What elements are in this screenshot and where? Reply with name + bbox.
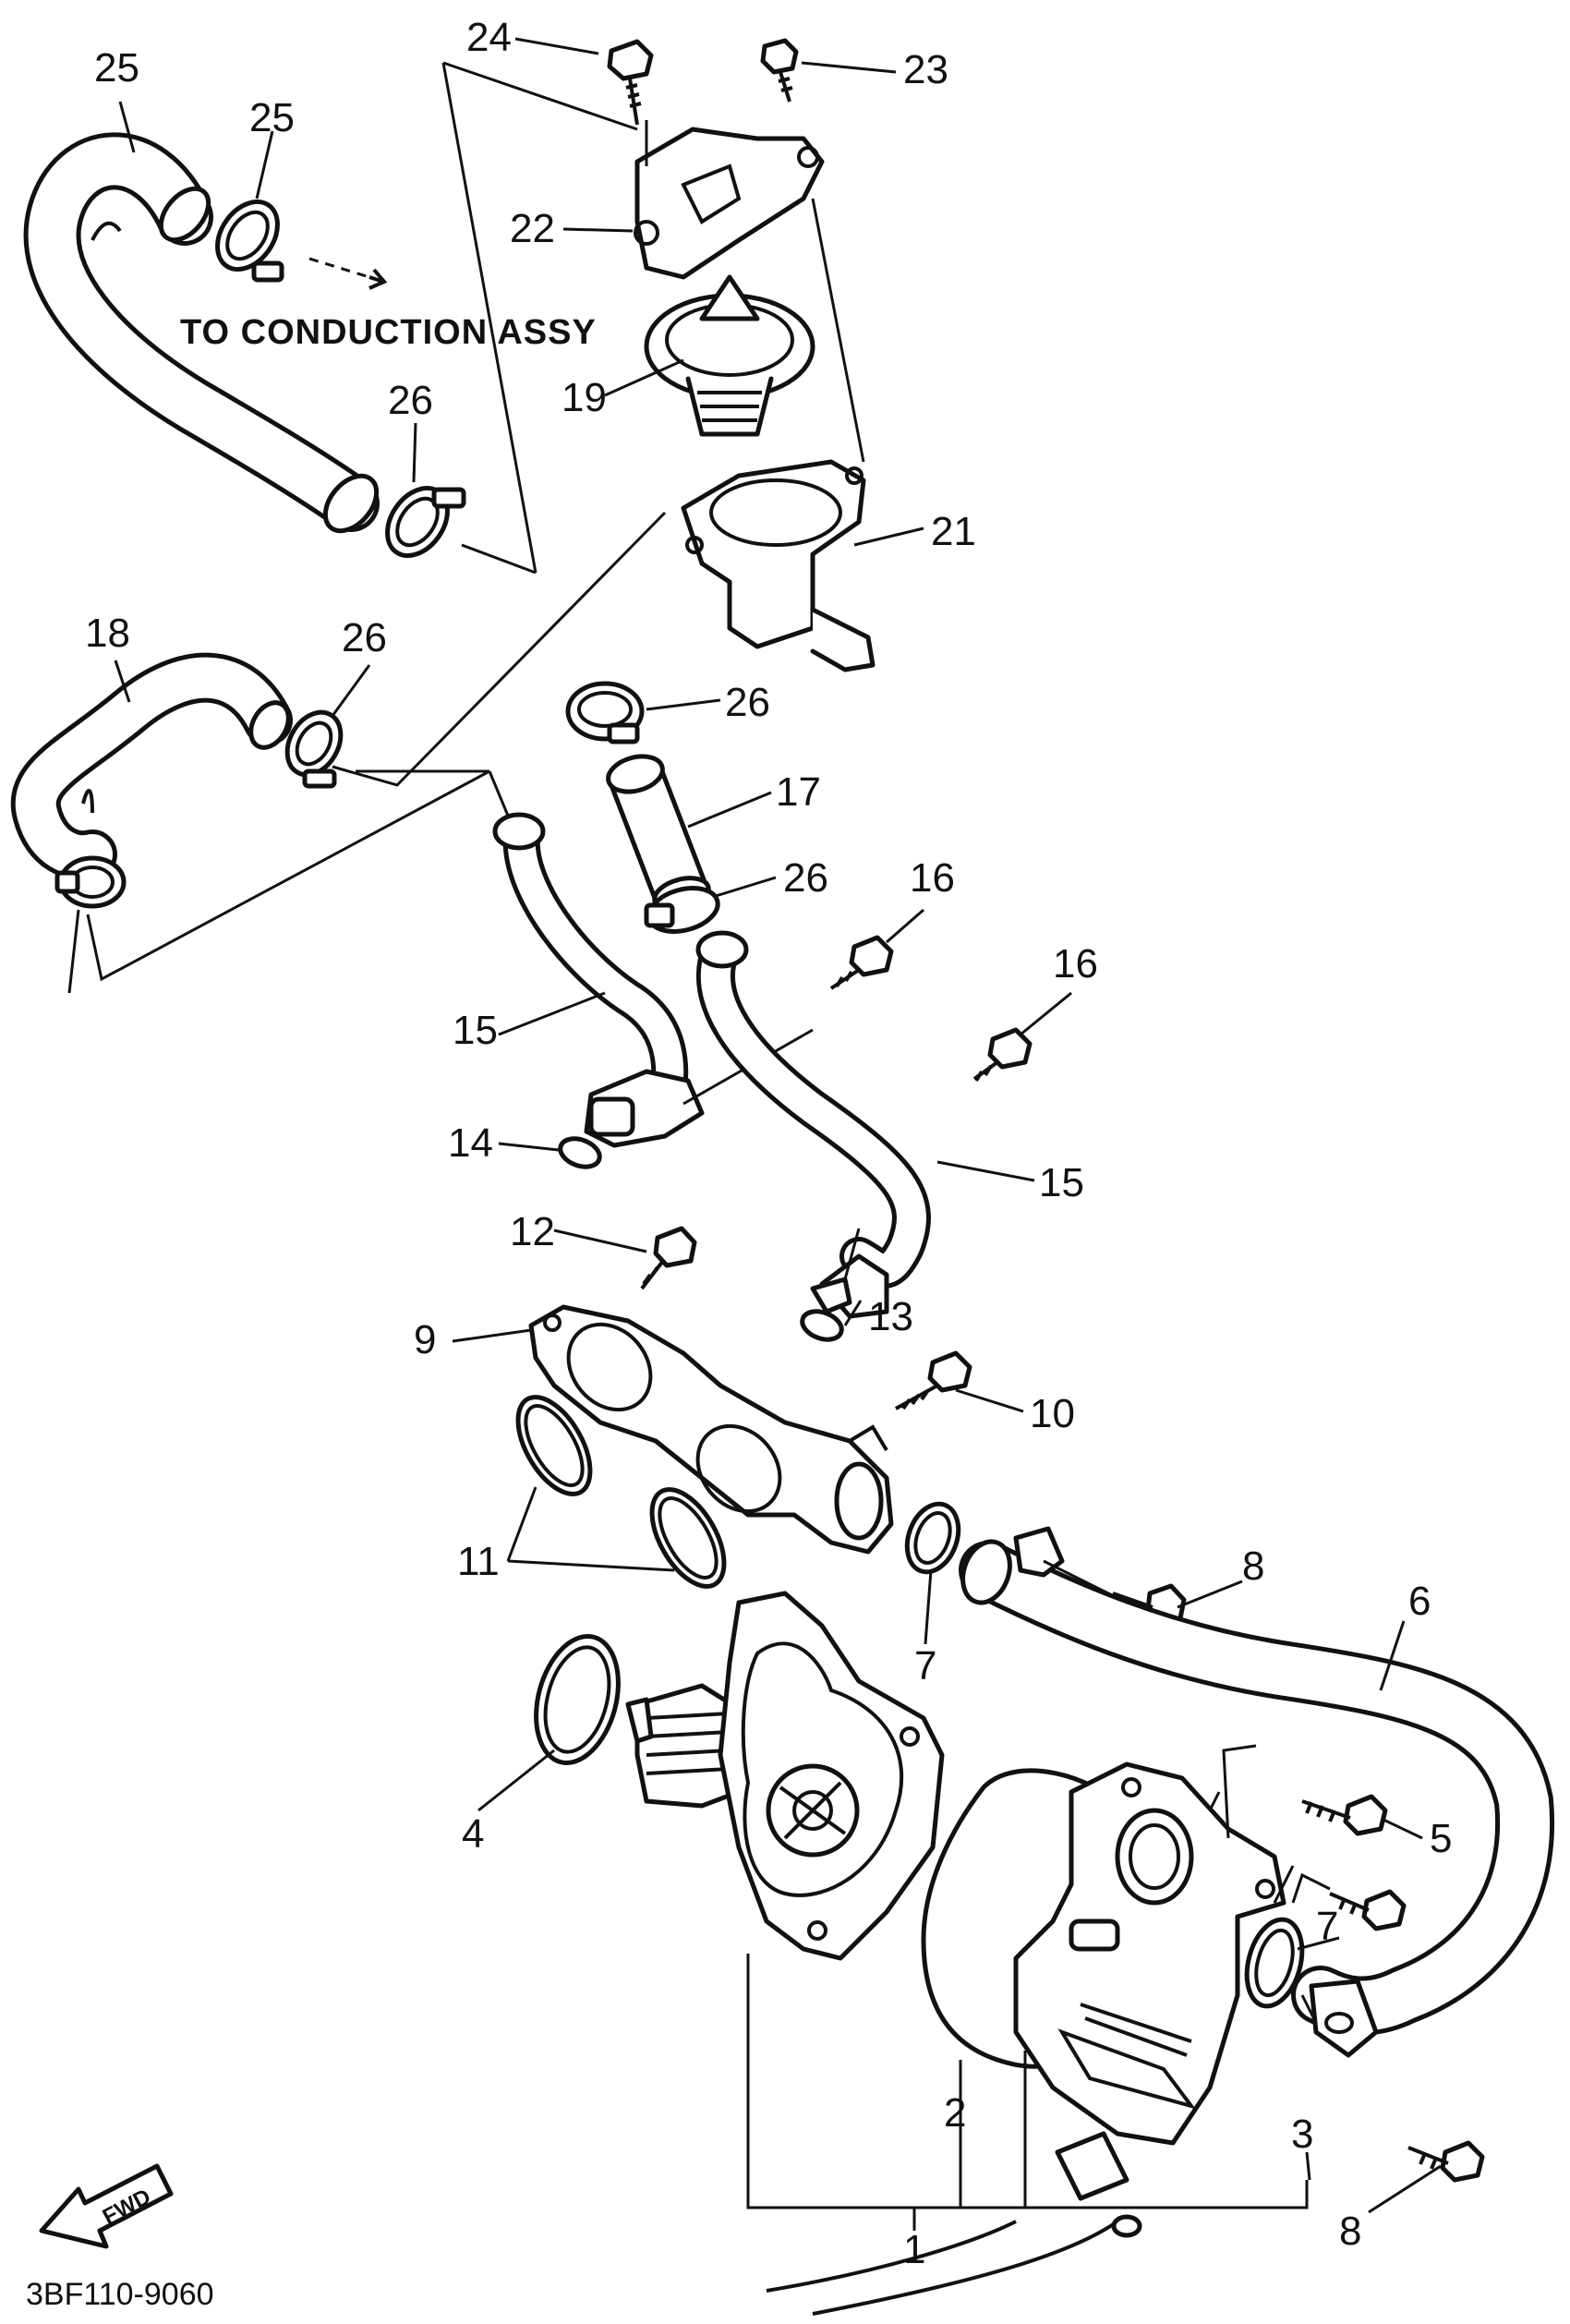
callout-18: 18 (85, 611, 130, 656)
callout-8-upper: 8 (1242, 1543, 1264, 1589)
lower-hose-stub (766, 2131, 1142, 2316)
o-ring-7-lower (1244, 1917, 1305, 2009)
o-ring-10-right (649, 1487, 727, 1589)
callout-7-upper: 7 (914, 1643, 936, 1689)
callout-4: 4 (462, 1811, 484, 1857)
callout-11: 10 (1030, 1391, 1075, 1436)
assembly-lines-mid (86, 769, 514, 982)
callout-1: 1 (903, 2227, 925, 2272)
pipe-13 (695, 930, 931, 1319)
assembly-bracket (746, 1954, 1309, 2231)
thermostat-cover-21 (634, 127, 825, 280)
bolt-16-left (829, 935, 894, 990)
callout-16-right: 16 (1053, 941, 1098, 986)
o-ring-7-upper (904, 1501, 961, 1575)
callout-23: 24 (466, 15, 512, 60)
callout-2: 2 (944, 2090, 966, 2136)
callout-24: 25 (94, 45, 139, 91)
leader-lines (67, 37, 1442, 2214)
hose-18 (10, 652, 293, 881)
bolt-3 (1329, 1889, 1407, 1931)
bolt-22 (760, 38, 799, 103)
bolt-8-lower (1407, 2140, 1485, 2183)
callout-22: 23 (903, 47, 948, 92)
hose-24 (23, 132, 380, 534)
callout-6: 6 (1408, 1579, 1431, 1624)
callout-25-lower: 26 (388, 378, 433, 423)
callout-12: 12 (510, 1209, 555, 1254)
callout-13: 15 (1039, 1160, 1084, 1205)
callout-3: 3 (1291, 2112, 1313, 2157)
callout-7-lower: 7 (1316, 1904, 1338, 1949)
hose-clamp-26-mid (644, 886, 720, 934)
callout-21: 22 (510, 206, 555, 251)
callout-16-left: 16 (910, 855, 955, 901)
callout-10: 11 (457, 1539, 500, 1584)
o-ring-15-right (800, 1309, 844, 1342)
assembly-lines-lower (1208, 1744, 1331, 2024)
thermostat-housing-20 (681, 459, 876, 672)
callout-8-lower: 8 (1339, 2209, 1361, 2254)
callout-26-top: 26 (725, 680, 770, 725)
forward-direction-icon: FWD (39, 2163, 174, 2249)
callout-26-left-top: 26 (342, 615, 387, 660)
o-ring-15-left (558, 1136, 602, 1169)
callout-17: 17 (776, 769, 821, 815)
thermostat-19 (644, 274, 815, 437)
hose-clamp-25-lower (385, 486, 466, 558)
callout-26-mid: 26 (783, 855, 828, 901)
catalog-code: 3BF110-9060 (26, 2277, 214, 2312)
bolt-11 (895, 1350, 972, 1410)
pipe-14 (492, 812, 814, 1148)
o-ring-4 (534, 1634, 621, 1765)
pump-cover-1 (1013, 1761, 1286, 2146)
callout-5: 5 (1430, 1816, 1452, 1861)
assembly-lines-upper (332, 61, 865, 787)
pipe-6 (959, 1526, 1555, 2058)
note-to-conduction-assy: TO CONDUCTION ASSY (180, 313, 597, 352)
callout-9: 9 (414, 1317, 436, 1362)
callouts: 24 23 22 19 21 25 25 26 18 26 26 17 26 1… (85, 15, 1452, 2272)
water-pump (625, 1591, 945, 1961)
direction-arrow (308, 257, 388, 290)
bolt-12 (640, 1226, 697, 1290)
hose-clamp-26-left-bottom (54, 855, 127, 909)
water-manifold-9 (528, 1304, 894, 1555)
callout-14: 15 (453, 1008, 498, 1053)
bolt-16-right (972, 1027, 1033, 1083)
hose-clamp-25-upper (215, 200, 284, 283)
callout-25-upper: 25 (249, 95, 295, 140)
callout-19: 19 (562, 375, 607, 420)
bolt-5 (1301, 1794, 1388, 1836)
callout-15-right: 13 (868, 1294, 913, 1339)
bolt-23 (607, 39, 654, 126)
callout-15-left: 14 (448, 1120, 493, 1166)
hose-clamp-26-left-top (284, 709, 344, 789)
hose-clamp-26-top (565, 681, 645, 744)
callout-20: 21 (931, 509, 976, 554)
o-ring-10-left (515, 1395, 593, 1496)
